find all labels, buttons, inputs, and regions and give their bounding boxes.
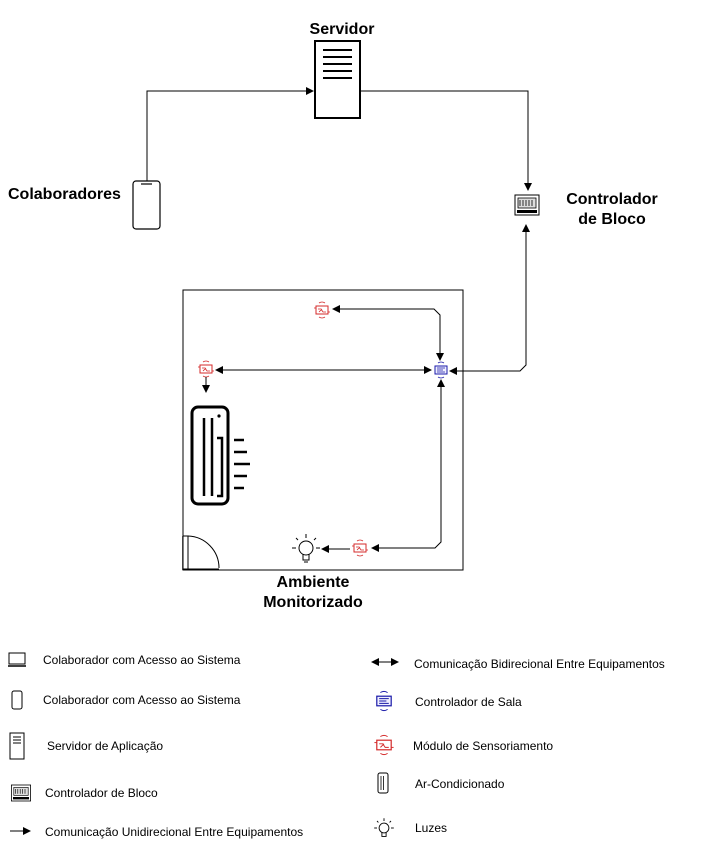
light-bulb-icon — [374, 818, 394, 837]
legend-label-room-controller: Controlador de Sala — [415, 695, 522, 709]
block-to-room-connector — [449, 224, 530, 375]
phone-to-server-connector — [146, 87, 314, 181]
smartphone-icon — [11, 690, 23, 710]
air-conditioner-icon — [190, 405, 250, 506]
legend-label-smartphone: Colaborador com Acesso ao Sistema — [43, 693, 241, 707]
server-icon — [314, 40, 361, 119]
legend-label-air-conditioner: Ar-Condicionado — [415, 777, 505, 791]
legend-label-computer: Colaborador com Acesso ao Sistema — [43, 653, 241, 667]
light-bulb-icon — [292, 534, 320, 563]
door-icon — [182, 535, 220, 571]
server-to-block-connector — [360, 90, 532, 191]
legend-label-block-controller: Controlador de Bloco — [45, 786, 158, 800]
environment-label-line2: Monitorizado — [263, 594, 363, 611]
sensor-module-icon — [351, 539, 369, 557]
monitored-room — [182, 289, 464, 571]
server-icon — [9, 732, 25, 760]
legend-label-bidirectional: Comunicação Bidirecional Entre Equipamen… — [414, 657, 665, 671]
collaborators-label: Colaboradores — [8, 186, 121, 203]
block-controller-icon — [10, 784, 32, 802]
sensor-module-icon — [313, 301, 331, 319]
room-controller-icon — [376, 690, 392, 712]
legend-label-lights: Luzes — [415, 821, 448, 835]
sensor-module-icon — [373, 734, 395, 756]
smartphone-icon — [132, 180, 161, 230]
legend-label-sensor-module: Módulo de Sensoriamento — [413, 739, 554, 753]
block-controller-icon — [514, 194, 540, 216]
room-controller-icon — [434, 361, 448, 379]
environment-label-line1: Ambiente — [276, 574, 350, 591]
legend-label-server: Servidor de Aplicação — [47, 739, 164, 753]
legend-label-unidirectional: Comunicação Unidirecional Entre Equipame… — [45, 825, 304, 839]
block-controller-label-line1: Controlador — [566, 191, 658, 208]
block-controller-label: Controlador de Bloco — [551, 190, 673, 230]
air-conditioner-icon — [377, 772, 389, 794]
environment-label: Ambiente Monitorizado — [243, 573, 383, 613]
computer-icon — [8, 652, 26, 667]
room-to-sensor-top-connector — [332, 305, 444, 361]
room-to-sensor-bottom-connector — [371, 379, 445, 552]
sensor-module-icon — [197, 360, 215, 378]
block-controller-label-line2: de Bloco — [578, 211, 646, 228]
server-label: Servidor — [309, 21, 375, 38]
